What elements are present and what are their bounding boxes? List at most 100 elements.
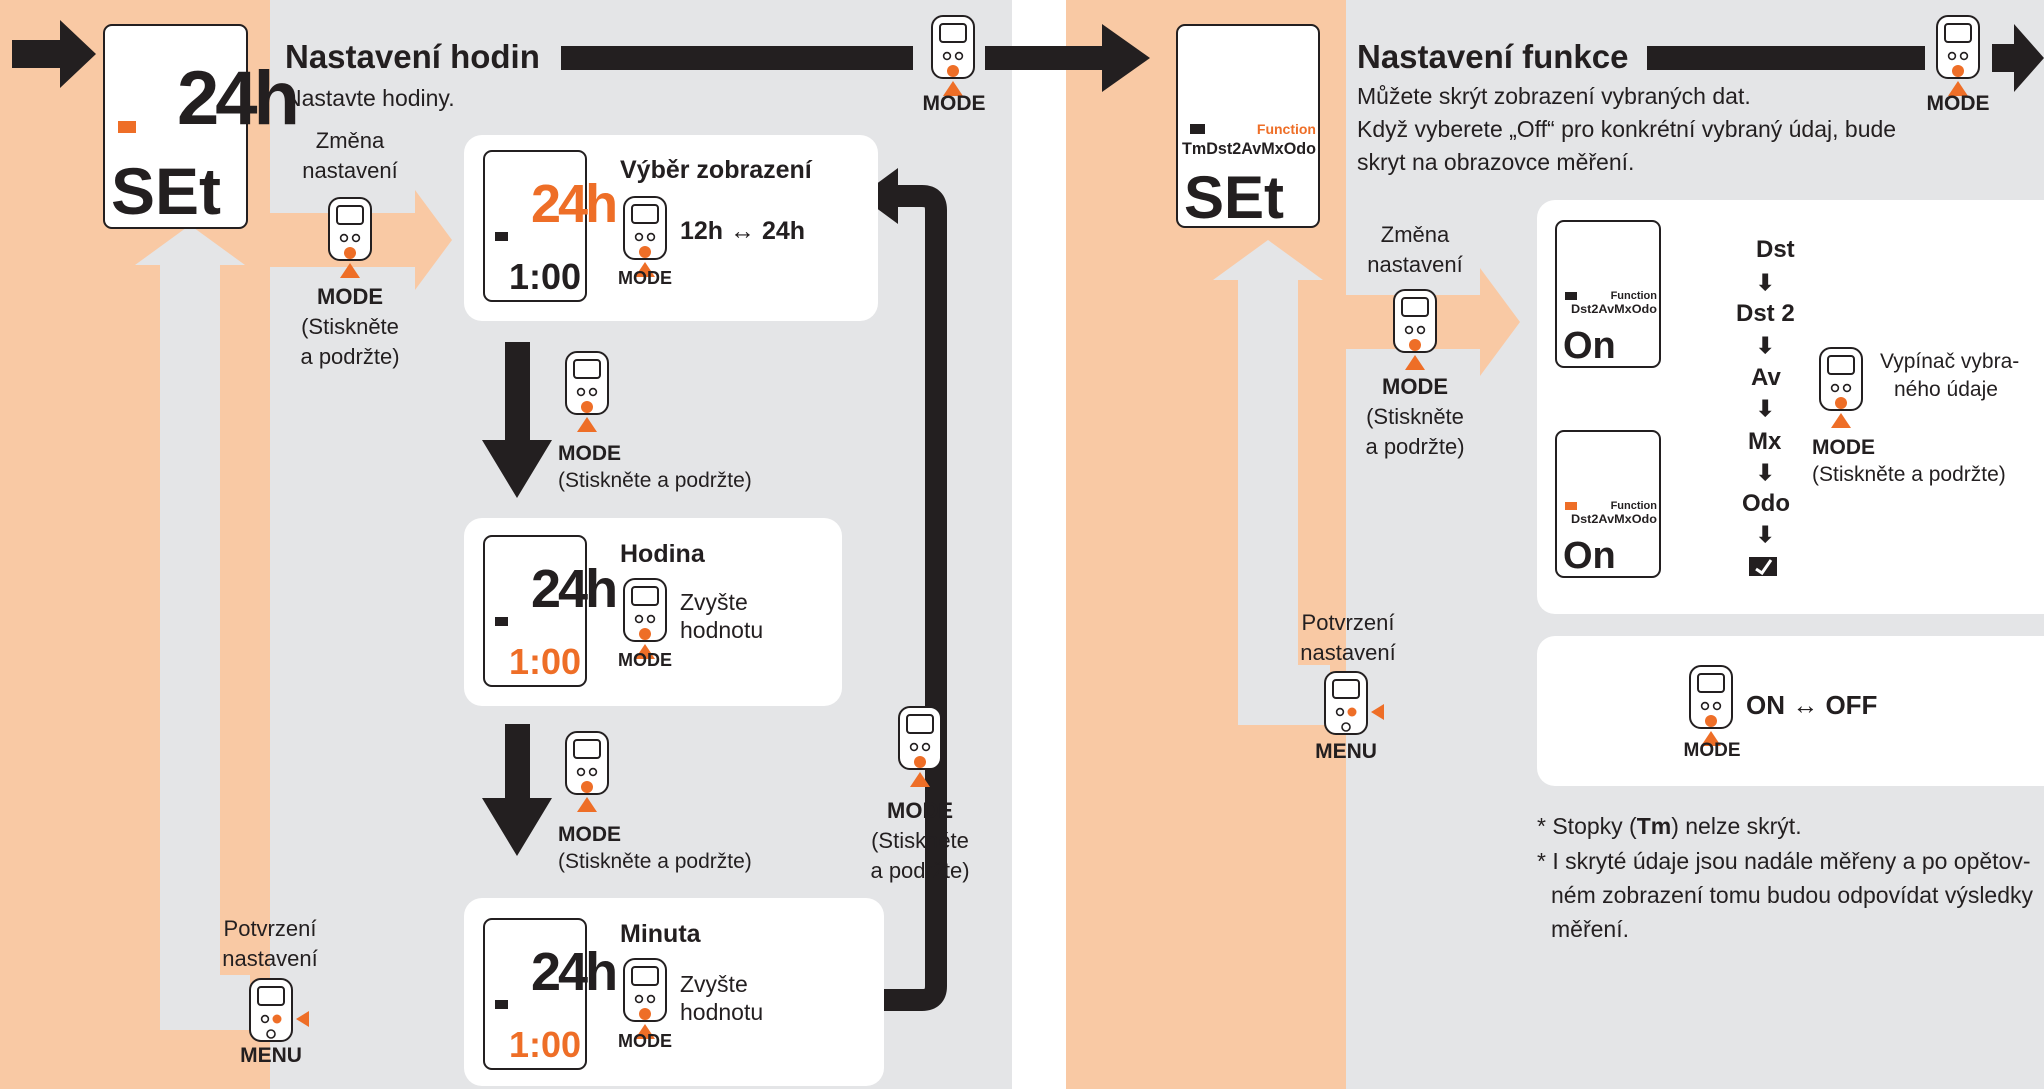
- right-line1: Můžete skrýt zobrazení vybraných dat.: [1357, 83, 1751, 109]
- left-change-hold2: a podržte): [300, 344, 400, 369]
- onoff-mode-button[interactable]: [1688, 664, 1734, 748]
- left-change-label: Změna nastavení: [280, 126, 420, 186]
- onoff-mode-label: MODE: [1683, 740, 1741, 761]
- note1-bold: Tm: [1636, 813, 1672, 839]
- cycle-item-mx: Mx: [1748, 428, 1782, 455]
- lcd-func-b: Function Dst2AvMxOdo On: [1555, 430, 1661, 578]
- down-arrow-2: [482, 724, 552, 856]
- step3-desc1: Zvyšte: [680, 971, 748, 997]
- step1-mode-button[interactable]: [622, 195, 668, 279]
- step1-mode-label: MODE: [618, 268, 672, 288]
- left-confirm-label: Potvrzení nastavení: [200, 914, 340, 974]
- cycle-item-dst: Dst: [1756, 236, 1795, 263]
- back-hold: MODE (Stiskněte a podržte): [856, 796, 984, 886]
- step2-mode-button[interactable]: [622, 577, 668, 661]
- step3-mode-label: MODE: [618, 1031, 672, 1051]
- right-menu-button[interactable]: [1323, 670, 1384, 754]
- right-change-hold1: (Stiskněte: [1366, 404, 1464, 429]
- left-top-mode-label: MODE: [922, 92, 986, 115]
- down1-mode-label: MODE: [558, 442, 621, 465]
- between-panels-black-arrow: [985, 24, 1150, 92]
- lcd-func-a-badge: Function: [1611, 290, 1658, 302]
- step2-title: Hodina: [620, 540, 705, 568]
- note1-pre: * Stopky (: [1537, 813, 1637, 839]
- cycle-item-av: Av: [1751, 364, 1781, 391]
- step1-title: Výběr zobrazení: [620, 156, 812, 184]
- toggle-desc: Vypínač vybra- ného údaje: [1880, 348, 2019, 404]
- stopwatch-icon: [1749, 557, 1777, 576]
- right-title-bar: [1647, 46, 1925, 70]
- down1-hold: (Stiskněte a podržte): [558, 469, 752, 492]
- note-1: * Stopky (Tm) nelze skrýt.: [1537, 809, 1802, 843]
- step2-mode-label: MODE: [618, 650, 672, 670]
- step2-desc1: Zvyšte: [680, 589, 748, 615]
- cycle-down-icon: ⬇: [1756, 270, 1775, 295]
- cycle-down-icon: ⬇: [1756, 396, 1775, 421]
- note2-line3: měření.: [1551, 916, 1629, 942]
- step1-lcd-top: 24h: [531, 174, 615, 234]
- step3-lcd-top: 24h: [531, 942, 615, 1002]
- back-hold1: (Stiskněte: [871, 828, 969, 853]
- lcd-func-b-bottom: On: [1563, 535, 1616, 577]
- note1-post: ) nelze skrýt.: [1671, 813, 1802, 839]
- lcd-func-b-row: Dst2AvMxOdo: [1571, 512, 1657, 526]
- down-arrow-1: [482, 342, 552, 498]
- lcd-func-a-icon: [1565, 292, 1577, 300]
- right-line3: skryt na obrazovce měření.: [1357, 149, 1635, 175]
- right-light-up-arrow: [1213, 240, 1330, 725]
- note-2: * I skryté údaje jsou nadále měřeny a po…: [1537, 844, 2033, 946]
- right-menu-label: MENU: [1315, 740, 1377, 763]
- right-confirm-line1: Potvrzení: [1301, 610, 1395, 635]
- lcd-main-right: Function TmDst2AvMxOdo SEt: [1176, 24, 1320, 231]
- onoff-card: [1537, 636, 2044, 786]
- cycle-down-icon: ⬇: [1756, 460, 1775, 485]
- step3-title: Minuta: [620, 920, 701, 948]
- lcd-main-left-bottom: SEt: [111, 154, 221, 228]
- lcd-main-right-row: TmDst2AvMxOdo: [1182, 139, 1316, 158]
- right-confirm-line2: nastavení: [1300, 640, 1396, 665]
- step1-lcd-bottom: 1:00: [509, 256, 581, 297]
- back-hold2: a podržte): [870, 858, 970, 883]
- left-confirm-line1: Potvrzení: [223, 916, 317, 941]
- step2-lcd: 24h 1:00: [483, 535, 618, 687]
- toggle-desc1: Vypínač vybra-: [1880, 350, 2020, 373]
- down1-mode-button[interactable]: [564, 350, 610, 434]
- toggle-desc2: ného údaje: [1894, 378, 1998, 401]
- left-change-mode-button[interactable]: [327, 196, 373, 280]
- right-change-mode-button[interactable]: [1392, 288, 1438, 372]
- right-confirm-label: Potvrzení nastavení: [1278, 608, 1418, 668]
- lcd-func-a-row: Dst2AvMxOdo: [1571, 302, 1657, 316]
- left-menu-button[interactable]: [248, 977, 309, 1061]
- right-title: Nastavení funkce: [1357, 38, 1629, 75]
- lcd-main-left-top: 24h: [177, 56, 296, 141]
- step3-lcd-bottom: 1:00: [509, 1024, 581, 1065]
- loop-back-head: [860, 168, 898, 224]
- lcd-func-b-icon: [1565, 502, 1577, 510]
- step2-desc: Zvyšte hodnotu: [680, 588, 763, 644]
- step3-desc: Zvyšte hodnotu: [680, 970, 763, 1026]
- right-change-mode: MODE: [1382, 374, 1448, 399]
- lcd-func-b-badge: Function: [1611, 500, 1658, 512]
- left-change-line1: Změna: [315, 128, 385, 153]
- toggle-hold: (Stiskněte a podržte): [1812, 463, 2006, 486]
- toggle-mode-button[interactable]: [1818, 346, 1864, 430]
- right-top-mode-button[interactable]: [1935, 14, 1981, 98]
- step1-lcd: 24h 1:00: [483, 150, 618, 302]
- step3-mode-button[interactable]: [622, 957, 668, 1041]
- back-mode-label: MODE: [887, 798, 953, 823]
- entry-black-arrow-left: [12, 20, 96, 88]
- down2-hold: (Stiskněte a podržte): [558, 850, 752, 873]
- cycle-down-icon: ⬇: [1756, 333, 1775, 358]
- left-light-up-arrow: [135, 225, 250, 1030]
- left-change-mode: MODE: [317, 284, 383, 309]
- left-top-mode-button[interactable]: [930, 14, 976, 98]
- toggle-mode-label: MODE: [1812, 436, 1875, 459]
- loop-back-line: [862, 185, 947, 1011]
- back-mode-button[interactable]: [897, 705, 943, 789]
- cycle-item-dst2: Dst 2: [1736, 300, 1795, 327]
- right-change-hold2: a podržte): [1365, 434, 1465, 459]
- step2-lcd-bottom: 1:00: [509, 641, 581, 682]
- right-change-hold: MODE (Stiskněte a podržte): [1345, 372, 1485, 462]
- down2-mode-button[interactable]: [564, 730, 610, 814]
- left-title: Nastavení hodin: [285, 38, 540, 75]
